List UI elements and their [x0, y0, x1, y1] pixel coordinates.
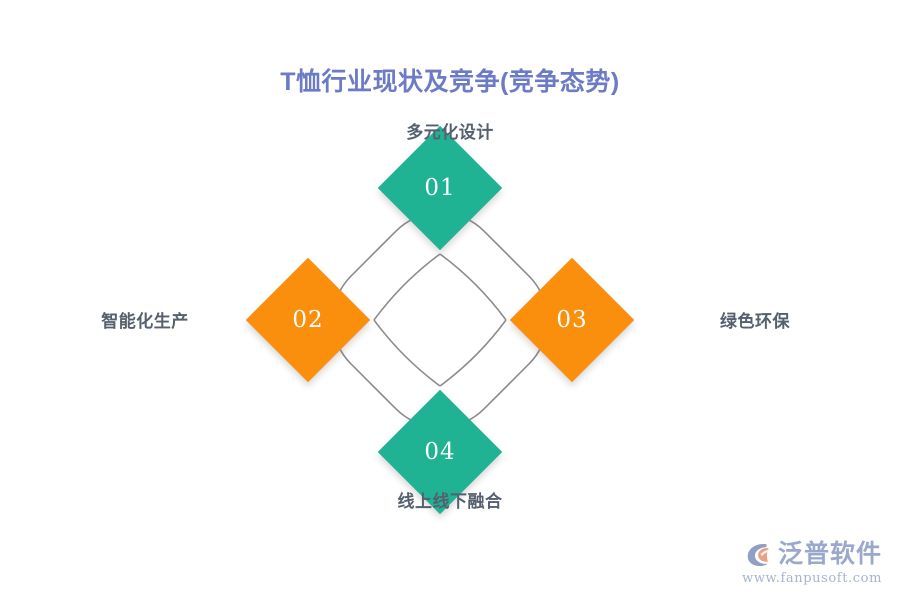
watermark-logo: 泛普软件 www.fanpusoft.com [742, 539, 882, 586]
diagram-node-02[interactable]: 02 [245, 257, 371, 383]
diagram-label-04: 线上线下融合 [397, 492, 503, 511]
page-title: T恤行业现状及竞争(竞争态势) [280, 68, 620, 96]
diagram-node-01[interactable]: 01 [377, 125, 503, 251]
diagram-label-01: 多元化设计 [406, 123, 494, 142]
diagram-canvas: 01 02 03 04 [245, 125, 635, 515]
diagram-node-03[interactable]: 03 [509, 257, 635, 383]
fanpu-logo-icon [747, 544, 769, 566]
watermark-url-text: www.fanpusoft.com [742, 571, 882, 586]
diagram-node-04-number: 04 [424, 439, 456, 465]
inner-arcs [373, 253, 507, 387]
diagram-label-03: 绿色环保 [720, 312, 790, 331]
diagram-node-03-number: 03 [556, 307, 588, 333]
outer-ring-path [331, 211, 549, 429]
watermark-brand-text: 泛普软件 [777, 539, 882, 568]
diagram-node-02-number: 02 [292, 307, 324, 333]
diagram-outline-svg [331, 211, 549, 429]
diagram-node-01-number: 01 [424, 175, 456, 201]
diagram-label-02: 智能化生产 [101, 312, 189, 331]
watermark-brand-row: 泛普软件 [744, 539, 882, 569]
